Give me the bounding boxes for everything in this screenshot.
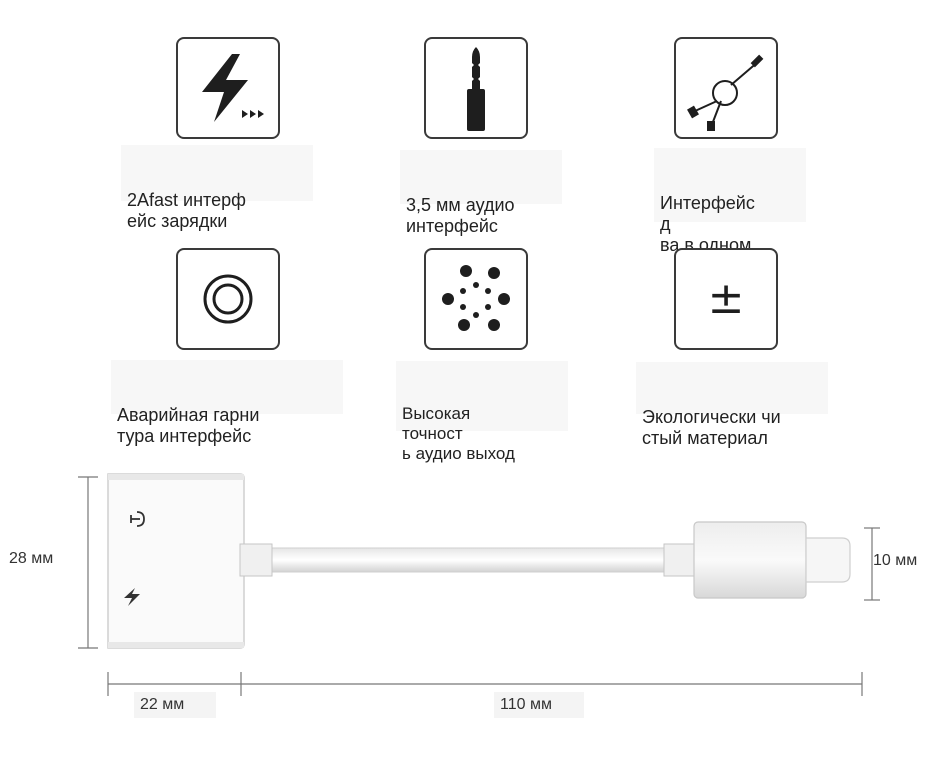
adapter-drawing (78, 473, 880, 696)
adapter-body (107, 473, 245, 649)
hifi-dots-icon (442, 265, 510, 331)
hifi-dots-tile (424, 248, 528, 350)
dim-label-plug: 10 мм (873, 552, 918, 569)
lightning-connector (805, 537, 851, 583)
audio-jack-icon (467, 47, 485, 131)
plug-housing (693, 521, 807, 599)
audio-jack-tile (424, 37, 528, 139)
plus-minus-icon: ± (707, 273, 745, 324)
headset-ring-icon (203, 274, 253, 324)
cable (269, 547, 667, 573)
dim-label-height: 28 мм (9, 550, 54, 567)
headphone-port-icon (130, 511, 145, 527)
two-in-one-tile (674, 37, 778, 139)
dim-label-cable-length: 110 мм (494, 692, 584, 718)
dim-label-head-width: 22 мм (134, 692, 216, 718)
two-in-one-icon (687, 54, 764, 131)
fast-charge-tile (176, 37, 280, 139)
headset-ring-tile (176, 248, 280, 350)
fast-charge-icon (202, 54, 264, 122)
plus-minus-tile: ± (674, 248, 778, 350)
charge-port-icon (124, 588, 140, 606)
